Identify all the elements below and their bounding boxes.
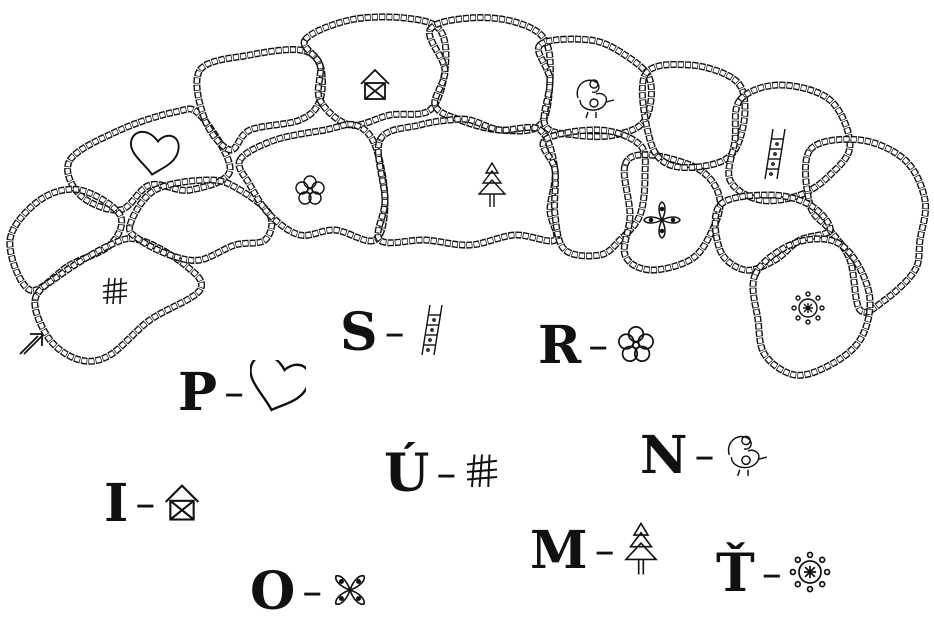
cell-outline: [429, 18, 550, 131]
legend-letter: S: [340, 307, 379, 359]
house-icon: [161, 481, 203, 527]
legend-dash: –: [595, 531, 615, 571]
ladder-icon: [411, 300, 453, 366]
bird-icon: [721, 428, 771, 484]
legend-letter: O: [250, 566, 296, 618]
legend-item-o: O –: [250, 566, 372, 618]
legend-dash: –: [135, 484, 155, 524]
cell-outline: [378, 119, 557, 245]
legend-letter: I: [104, 478, 129, 530]
legend-dash: –: [588, 326, 608, 366]
flower-icon: [296, 176, 324, 204]
legend-item-i: I –: [104, 478, 203, 530]
legend-letter: M: [530, 525, 589, 577]
bird-icon: [577, 80, 614, 118]
house-icon: [361, 70, 389, 99]
legend-letter: P: [178, 367, 218, 419]
cell-outline: [239, 124, 385, 241]
legend-item-p: P –: [178, 360, 306, 426]
legend-item-r: R –: [538, 320, 658, 372]
legend-letter: Ú: [384, 448, 430, 500]
legend-dash: –: [224, 373, 244, 413]
sun-icon: [792, 292, 824, 324]
hash-icon: [462, 452, 502, 496]
heart-icon: [126, 129, 180, 178]
tree-icon: [479, 163, 505, 207]
hash-icon: [103, 278, 127, 304]
legend-dash: –: [436, 454, 456, 494]
ladder-icon: [765, 129, 785, 179]
cell-bead-fill: [753, 239, 870, 375]
tree-icon: [621, 520, 661, 582]
start-arrow-icon: [18, 330, 44, 360]
cell-outline: [10, 189, 122, 290]
legend-letter: N: [640, 430, 689, 482]
clover-icon: [644, 202, 680, 238]
legend-item-t-caron: Ť –: [716, 548, 832, 600]
legend-dash: –: [302, 572, 322, 612]
legend-dash: –: [762, 554, 782, 594]
legend-item-n: N –: [640, 428, 771, 484]
sun-icon: [788, 550, 832, 598]
cell-bead-fill: [378, 119, 557, 245]
flower-icon: [614, 322, 658, 370]
legend-item-m: M –: [530, 520, 661, 582]
legend-item-u-acute: Ú –: [384, 448, 502, 500]
legend-letter: R: [538, 320, 582, 372]
legend-dash: –: [695, 436, 715, 476]
clover-icon: [328, 568, 372, 616]
legend-dash: –: [385, 313, 405, 353]
legend-letter: Ť: [716, 548, 756, 600]
legend-item-s: S –: [340, 300, 453, 366]
heart-icon: [250, 360, 306, 426]
